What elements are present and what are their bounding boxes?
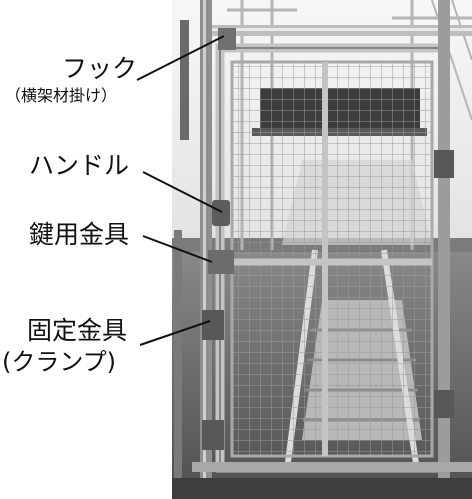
label-lock-fitting: 鍵用金具 [29, 220, 130, 249]
label-handle: ハンドル [29, 151, 130, 180]
hook-part [218, 28, 236, 50]
label-fix-fitting: 固定金具 [27, 316, 128, 345]
label-fix-fitting-sub: (クランプ) [2, 348, 117, 376]
bottom-rail [192, 462, 472, 472]
lock-fitting-part [208, 250, 234, 274]
clamp-parts [202, 150, 454, 450]
ground-shadow [172, 478, 472, 499]
handle-part [212, 200, 230, 226]
right-post [438, 0, 450, 499]
label-hook: フック [62, 54, 138, 83]
label-hook-sub: （横架材掛け） [5, 86, 118, 105]
gate-frame [215, 43, 449, 473]
scaffold-gate-photo [172, 0, 472, 499]
